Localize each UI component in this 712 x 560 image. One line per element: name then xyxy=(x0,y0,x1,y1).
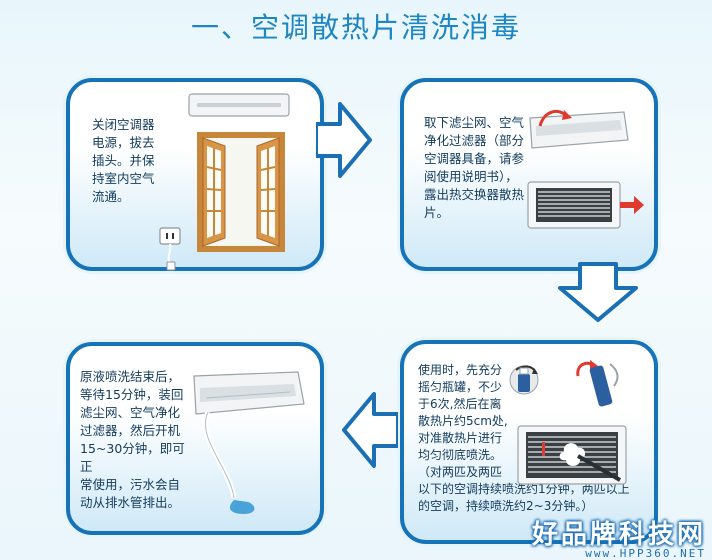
rotate-arrow-icon xyxy=(576,360,619,407)
ac-unit-icon xyxy=(193,371,305,415)
watermark: 好品牌科技网 www.HPP360.NET xyxy=(532,514,706,560)
ac-unit-icon xyxy=(529,111,629,149)
arrow-right-icon xyxy=(316,102,372,178)
watermark-brand: 好品牌科技网 xyxy=(531,520,706,550)
power-plug-icon xyxy=(159,227,181,271)
step-1-text: 关闭空调器 电源，拔去 插头。并保 持室内空气 流通。 xyxy=(92,117,155,204)
step-1-illustration xyxy=(188,93,290,252)
drain-hose-icon xyxy=(203,410,237,499)
page-title: 一、空调散热片清洗消毒 xyxy=(190,11,521,44)
step-3-illustration xyxy=(509,360,627,485)
step-4-text: 原液喷洗结束后， 等待15分钟，装回 滤尘网、空气净化 过滤器，然后开机 15~… xyxy=(80,369,185,510)
filter-icon xyxy=(527,181,621,229)
arrow-down-icon xyxy=(558,262,638,322)
arrow-left-icon xyxy=(342,392,398,468)
step-2-panel xyxy=(400,78,658,271)
filter-icon xyxy=(517,425,627,485)
step-2-illustration xyxy=(527,109,644,229)
step-2-text: 取下滤尘网、空气 净化过滤器（部分 空调器具备，请参 阅使用说明书）， 露出热交… xyxy=(424,115,525,220)
step-3-text: 使用时，先充分 摇匀瓶罐，不少 于6次,然后在离 散热片约5cm处, 对准散热片… xyxy=(418,363,630,513)
spray-can-icon xyxy=(509,365,539,395)
step-4-illustration xyxy=(193,371,305,514)
ac-unit-icon xyxy=(188,93,290,117)
watermark-url: www.HPP360.NET xyxy=(585,547,706,560)
window-icon xyxy=(197,132,285,252)
